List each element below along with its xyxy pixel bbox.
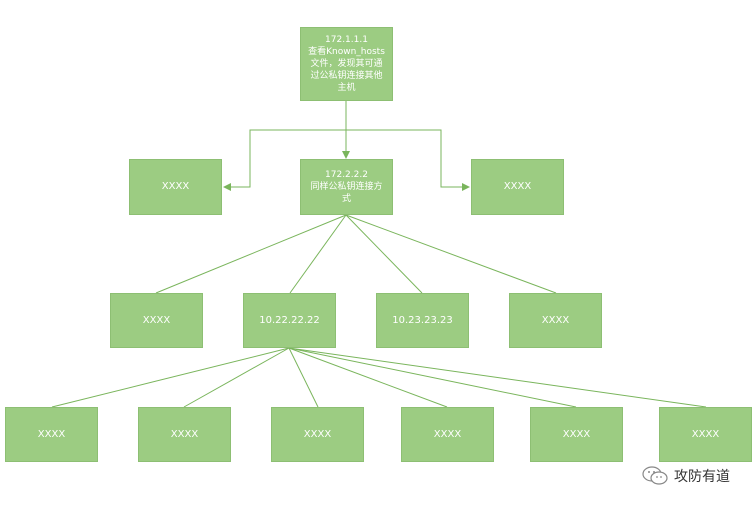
- edge-root-to-left: [223, 129, 346, 191]
- edge-mid-to-l2-4: [345, 214, 557, 294]
- node-level2-1: XXXX: [110, 293, 203, 348]
- node-level3-2: XXXX: [138, 407, 231, 462]
- node-level3-3: XXXX: [271, 407, 364, 462]
- watermark: 攻防有道: [642, 466, 730, 486]
- node-level3-6-label: XXXX: [691, 428, 720, 440]
- node-level2-3: 10.23.23.23: [376, 293, 469, 348]
- wechat-icon: [642, 466, 668, 485]
- node-level1-right-label: XXXX: [503, 181, 532, 192]
- edge-l2-to-l3-6: [288, 347, 707, 408]
- edge-mid-to-l2-3: [345, 214, 423, 294]
- node-level2-4: XXXX: [509, 293, 602, 348]
- edge-l2-to-l3-5: [288, 347, 577, 408]
- node-level1-right: XXXX: [471, 159, 564, 215]
- node-level2-1-label: XXXX: [142, 314, 171, 326]
- node-root-label: 172.1.1.1 查看Known_hosts 文件，发现其可通 过公私钥连接其…: [308, 35, 385, 93]
- node-level3-6: XXXX: [659, 407, 752, 462]
- node-level1-left: XXXX: [129, 159, 222, 215]
- node-level1-mid: 172.2.2.2 同样公私钥连接方 式: [300, 159, 393, 215]
- node-level3-2-label: XXXX: [170, 428, 199, 440]
- node-level3-4-label: XXXX: [433, 428, 462, 440]
- node-level3-5: XXXX: [530, 407, 623, 462]
- edge-mid-to-l2-1: [155, 214, 347, 294]
- watermark-text: 攻防有道: [674, 469, 730, 485]
- node-level2-3-label: 10.23.23.23: [392, 314, 453, 326]
- node-level2-2-label: 10.22.22.22: [259, 314, 320, 326]
- node-level1-left-label: XXXX: [161, 181, 190, 192]
- edge-mid-to-l2-2: [289, 214, 347, 294]
- edge-l2-to-l3-1: [51, 347, 290, 408]
- node-level3-4: XXXX: [401, 407, 494, 462]
- edge-root-to-right: [346, 129, 470, 191]
- edge-l2-to-l3-2: [183, 347, 290, 408]
- node-level2-4-label: XXXX: [541, 314, 570, 326]
- node-level2-2: 10.22.22.22: [243, 293, 336, 348]
- node-level3-3-label: XXXX: [303, 428, 332, 440]
- node-level3-1: XXXX: [5, 407, 98, 462]
- edge-l2-to-l3-4: [288, 347, 448, 408]
- node-level3-1-label: XXXX: [37, 428, 66, 440]
- node-root: 172.1.1.1 查看Known_hosts 文件，发现其可通 过公私钥连接其…: [300, 27, 393, 101]
- edge-l2-to-l3-3: [288, 347, 319, 408]
- node-level1-mid-label: 172.2.2.2 同样公私钥连接方 式: [310, 170, 383, 204]
- node-level3-5-label: XXXX: [562, 428, 591, 440]
